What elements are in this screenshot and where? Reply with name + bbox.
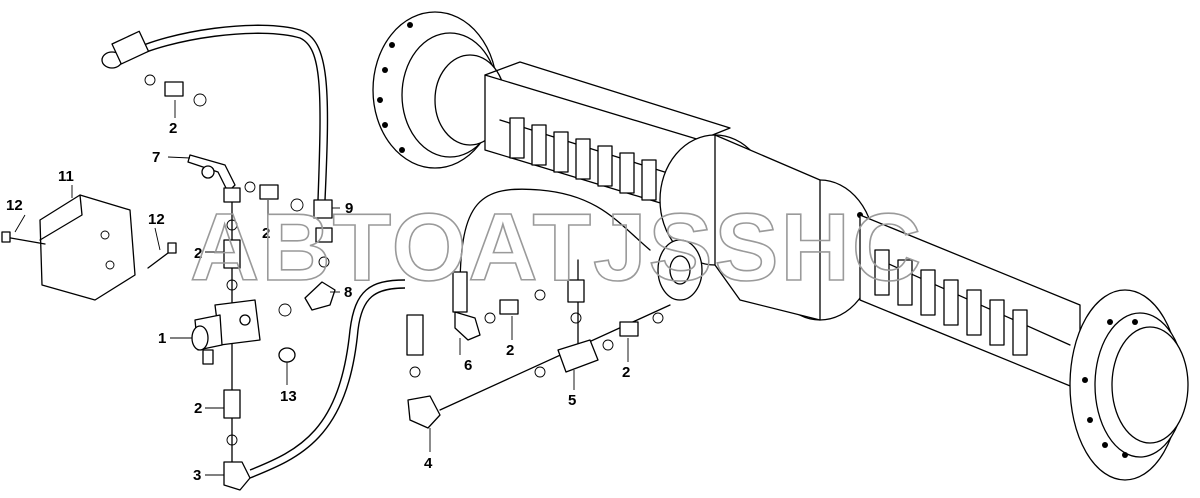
mounting-bracket-10: [39, 194, 136, 301]
fitting-column-left: [223, 187, 251, 491]
callout-12: 12: [6, 197, 23, 214]
axle-assembly: [372, 11, 1189, 481]
leader-lines: [14, 100, 629, 476]
callout-4: 4: [424, 455, 433, 472]
callout-3: 3: [193, 467, 201, 484]
fitting-top-left: [101, 30, 207, 107]
callout-5: 5: [568, 392, 576, 409]
fitting-elbow-7: [187, 154, 236, 193]
right-wheel-hub: [1069, 289, 1189, 481]
fitting-elbow-4: [406, 314, 441, 429]
callout-2-right: 2: [622, 364, 630, 381]
plug-13: [278, 347, 296, 363]
brake-lines: [127, 24, 671, 479]
bolt-11: [147, 242, 177, 269]
fitting-tee-9: [313, 199, 333, 268]
callout-13: 13: [280, 388, 297, 405]
callout-8: 8: [344, 284, 352, 301]
callout-2-left-lower: 2: [194, 400, 202, 417]
callout-2-left-upper: 2: [194, 245, 202, 262]
axle-cooling-fins-lower: [874, 249, 1028, 356]
watermark: ABTOATJSSHC: [190, 194, 923, 301]
callout-9: 9: [345, 200, 353, 217]
callout-2-mid-upper: 2: [262, 225, 270, 242]
callout-11: 12: [148, 211, 165, 228]
solenoid-valve-1: [191, 299, 261, 365]
callout-2-center: 2: [506, 342, 514, 359]
callout-6: 6: [464, 357, 472, 374]
axle-cooling-fins-upper: [509, 117, 657, 201]
callout-labels: 2 7 11 12 12 2 9 2 8 1 13 2 3 6 2 4 5 2: [6, 120, 630, 484]
fitting-mid-upper: [244, 181, 304, 212]
differential-housing: [657, 134, 876, 321]
fitting-elbow-8: [278, 281, 336, 317]
fitting-tee-5: [534, 279, 664, 378]
hose-end-6: [452, 271, 546, 341]
callout-10: 11: [58, 168, 74, 185]
callout-2-top: 2: [169, 120, 177, 137]
callout-7: 7: [152, 149, 160, 166]
fittings: [1, 30, 664, 491]
callout-1: 1: [158, 330, 166, 347]
bolt-12: [1, 231, 46, 245]
